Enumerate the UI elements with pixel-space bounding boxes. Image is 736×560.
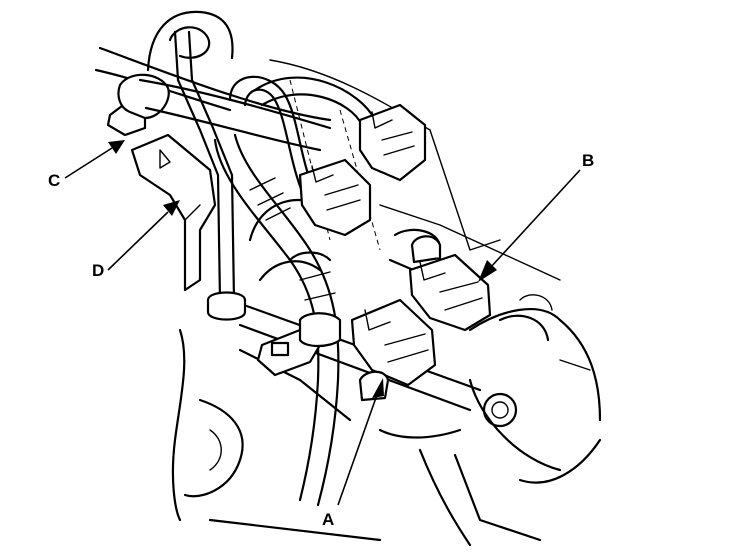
upper-connector-1 bbox=[358, 103, 427, 182]
clamp-c bbox=[106, 73, 170, 137]
harness-clip bbox=[256, 312, 342, 377]
engine-block-outline bbox=[94, 10, 561, 547]
callout-label-a: A bbox=[322, 510, 334, 529]
callout-label-c: C bbox=[48, 171, 60, 190]
callout-label-d: D bbox=[92, 261, 104, 280]
leader-c bbox=[64, 140, 125, 179]
transmission-housing bbox=[453, 294, 602, 542]
upper-connector-2 bbox=[298, 158, 372, 237]
connector-b bbox=[408, 235, 492, 332]
bracket-d bbox=[130, 133, 217, 292]
leader-a bbox=[337, 378, 384, 506]
wire-harness bbox=[213, 75, 377, 507]
leader-b bbox=[478, 169, 581, 282]
connector-a bbox=[350, 298, 437, 402]
thin-pipe bbox=[173, 30, 247, 321]
callout-label-b: B bbox=[582, 151, 594, 170]
leader-d bbox=[107, 200, 180, 271]
